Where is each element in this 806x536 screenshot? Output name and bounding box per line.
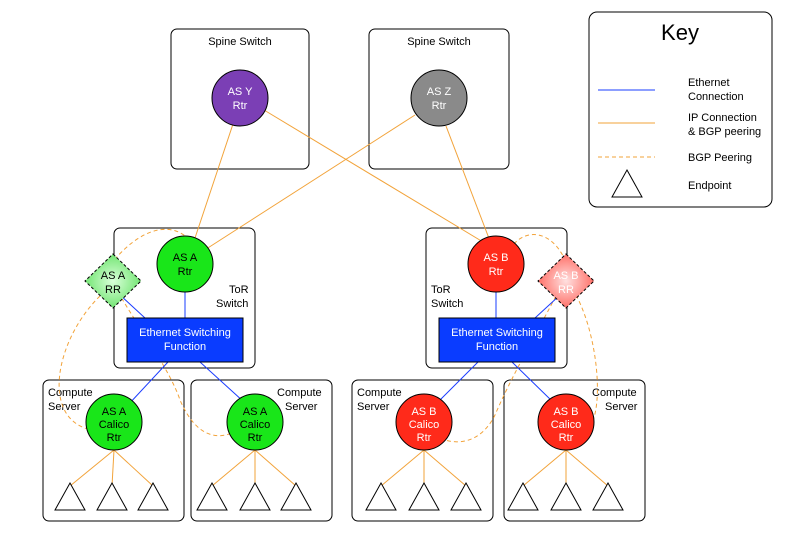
calico-3-line1: AS B [411,406,436,418]
tor-label-b-line1: ToR [431,284,451,296]
compute-label-1-line1: Compute [48,387,93,399]
router-as-y [211,69,269,127]
calico-1-line1: AS A [102,406,127,418]
endpoints [54,481,624,511]
compute-label-3-line2: Server [357,401,390,413]
endpoint-icon [450,481,482,511]
router-as-b-line2: Rtr [489,266,504,278]
compute-label-4-line2: Server [605,401,638,413]
ethernet-switching-function-a [126,317,244,363]
route-reflector-as-b [537,253,595,309]
calico-2-line3: Rtr [248,432,263,444]
key-endpoint-icon [611,168,643,198]
calico-1-line3: Rtr [107,432,122,444]
calico-4-line1: AS B [553,406,578,418]
key-ethernet-line2: Connection [688,91,744,103]
switch-b-line2: Function [476,341,518,353]
spine-title-y: Spine Switch [208,36,272,48]
tor-label-a-line2: Switch [216,298,248,310]
endpoint-icon [550,481,582,511]
router-as-a-line1: AS A [173,252,198,264]
rr-a-line2: RR [105,284,121,296]
endpoint-icon [96,481,128,511]
compute-label-2-line2: Server [285,401,318,413]
bgp-rr-a-to-compute-1 [58,295,101,431]
ethernet-connections [119,290,561,406]
key-box [588,11,773,208]
tor-label-a-line1: ToR [229,284,249,296]
compute-label-4-line1: Compute [592,387,637,399]
rr-b-line1: AS B [553,270,578,282]
rr-a-line1: AS A [101,270,126,282]
compute-server-box-3 [351,379,494,522]
key-endpoint-label: Endpoint [688,180,731,192]
calico-3-line3: Rtr [417,432,432,444]
compute-label-3-line1: Compute [357,387,402,399]
key-bgp-label: BGP Peering [688,152,752,164]
key-ethernet-line1: Ethernet [688,77,730,89]
compute-label-2-line1: Compute [277,387,322,399]
spine-title-z: Spine Switch [407,36,471,48]
router-as-b-tor [467,235,525,293]
endpoint-icon [239,481,271,511]
endpoint-icon [196,481,228,511]
endpoint-icon [507,481,539,511]
ip-connections [69,109,609,487]
endpoint-icon [137,481,169,511]
key-ip-line2: & BGP peering [688,126,761,138]
switch-a-line2: Function [164,341,206,353]
key-title: Key [661,20,699,45]
compute-label-1-line2: Server [48,401,81,413]
endpoint-icon [280,481,312,511]
switch-a-line1: Ethernet Switching [139,327,231,339]
calico-2-line2: Calico [240,419,271,431]
endpoint-icon [54,481,86,511]
calico-router-1 [85,393,143,451]
calico-3-line2: Calico [409,419,440,431]
calico-router-3 [395,393,453,451]
endpoint-icon [592,481,624,511]
rr-b-line2: RR [558,284,574,296]
ip-link-asz-asb [445,125,491,242]
calico-4-line2: Calico [551,419,582,431]
router-as-a-tor [156,235,214,293]
router-as-y-line1: AS Y [228,86,254,98]
ip-link-asz-asa [199,114,416,254]
router-as-z-line2: Rtr [432,100,447,112]
router-as-z [410,69,468,127]
router-as-b-line1: AS B [483,252,508,264]
router-as-y-line2: Rtr [233,100,248,112]
calico-4-line3: Rtr [559,432,574,444]
route-reflector-as-a [84,253,142,309]
calico-router-2 [226,393,284,451]
router-as-a-line2: Rtr [178,266,193,278]
ip-link-asy-asa [192,123,234,245]
ip-link-asy-asb [263,109,494,249]
switch-b-line1: Ethernet Switching [451,327,543,339]
bgp-rr-b-to-tor-b [509,234,567,263]
calico-router-4 [537,393,595,451]
endpoint-icon [365,481,397,511]
bgp-rr-b-to-compute-3 [439,295,557,443]
ethernet-switching-function-b [438,317,556,363]
router-as-z-line1: AS Z [427,86,452,98]
tor-label-b-line2: Switch [431,298,463,310]
endpoint-icon [408,481,440,511]
key-ip-line1: IP Connection [688,112,757,124]
calico-2-line1: AS A [243,406,268,418]
calico-1-line2: Calico [99,419,130,431]
